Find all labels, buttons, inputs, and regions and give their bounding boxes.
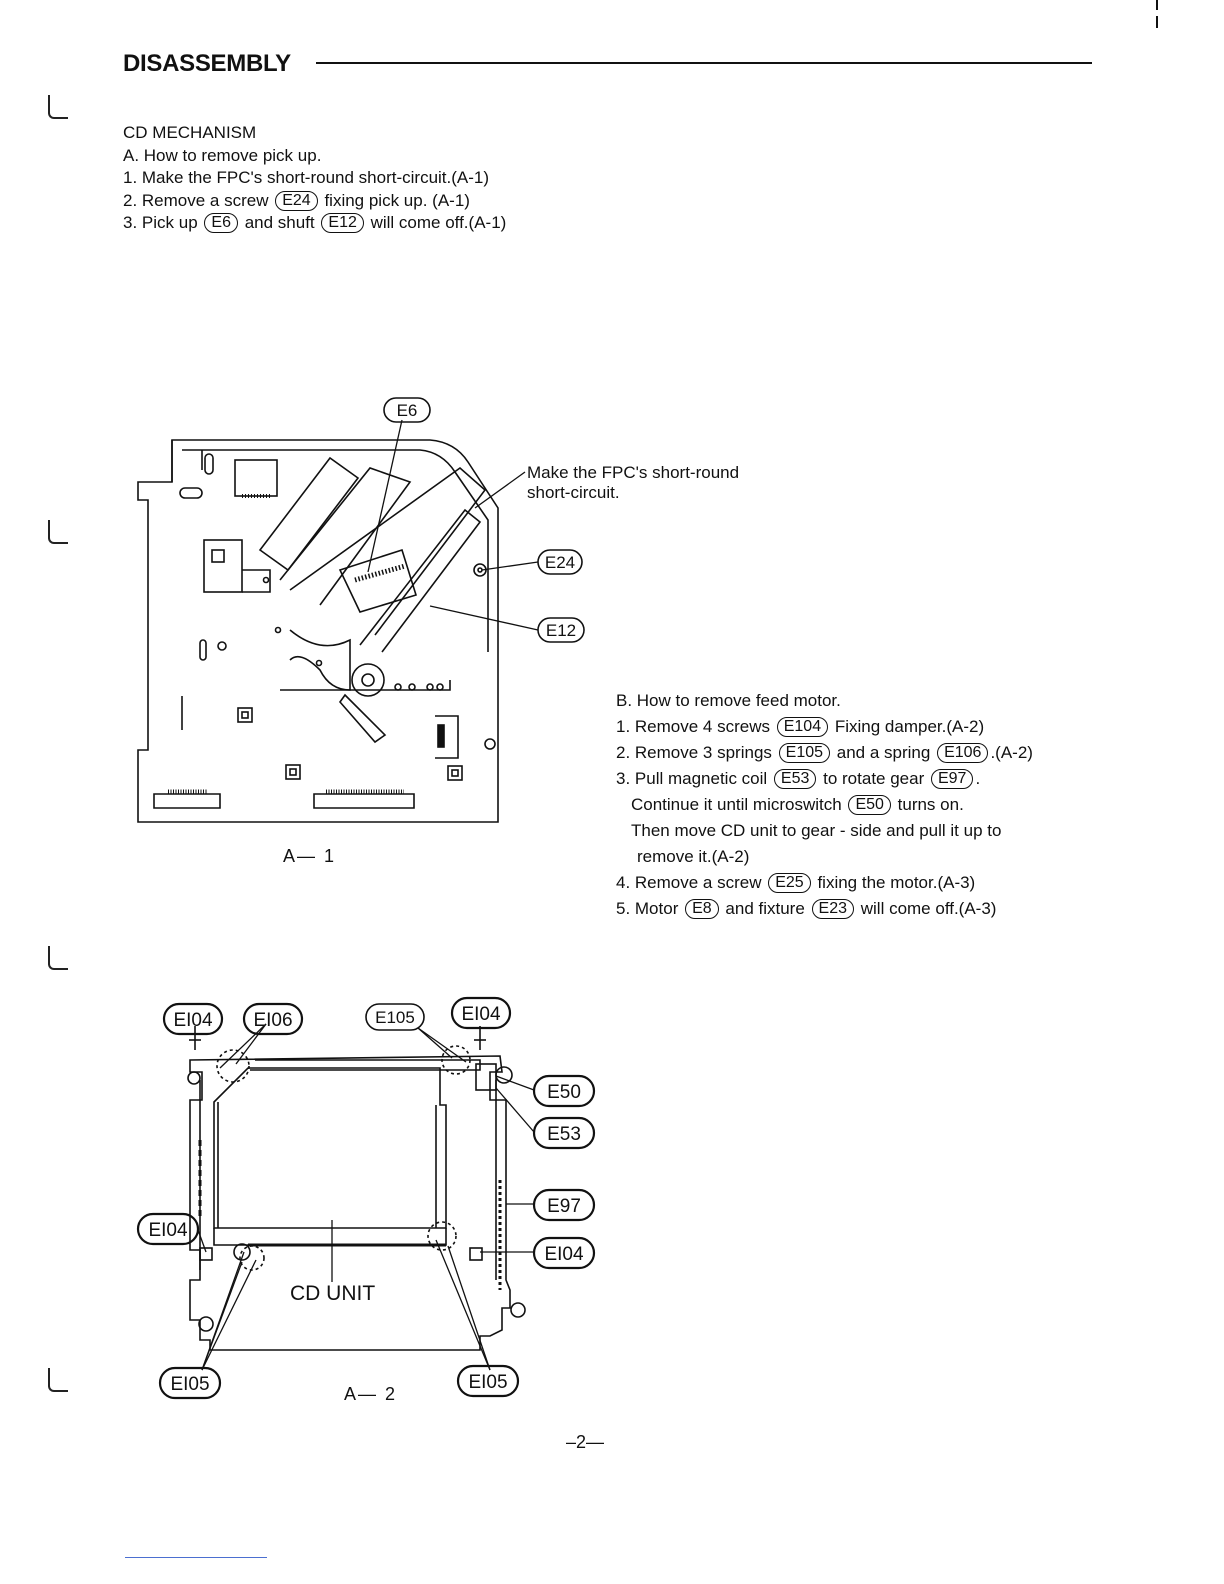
part-callout: E6	[204, 213, 238, 233]
part-callout: E53	[773, 769, 817, 789]
step-b4: 4. Remove a screw E25 fixing the motor.(…	[616, 870, 1033, 896]
section-a-subheading: A. How to remove pick up.	[123, 145, 322, 165]
callout-e105-bottom-right: EI05	[468, 1372, 507, 1393]
cd-unit-label: CD UNIT	[290, 1282, 375, 1305]
step-text: 1. Remove 4 screws	[616, 717, 770, 736]
step-text: 5. Motor	[616, 899, 679, 918]
section-b-subheading: B. How to remove feed motor.	[616, 691, 841, 710]
section-title: DISASSEMBLY	[123, 50, 291, 77]
step-text: .(A-2)	[990, 743, 1033, 762]
fpc-note-line: short-circuit.	[527, 483, 620, 502]
step-text: .	[975, 769, 981, 788]
step-text: 2. Remove a screw	[123, 190, 269, 210]
step-text: will come off.(A-3)	[860, 899, 997, 918]
part-callout: E104	[776, 717, 829, 737]
step-text: 3. Pick up	[123, 213, 198, 232]
callout-e104-top-right: EI04	[461, 1004, 501, 1025]
step-text: and a spring	[836, 743, 931, 762]
step-a2: 2. Remove a screw E24 fixing pick up. (A…	[123, 190, 506, 213]
callout-e24: E24	[545, 553, 575, 572]
part-callout: E106	[937, 743, 989, 763]
step-text: will come off.(A-1)	[370, 213, 507, 232]
section-b-text: B. How to remove feed motor. 1. Remove 4…	[616, 688, 1033, 922]
step-text: Continue it until microswitch	[631, 795, 842, 814]
step-b3: 3. Pull magnetic coil E53 to rotate gear…	[616, 766, 1033, 792]
step-b3-continued: Then move CD unit to gear - side and pul…	[631, 821, 1002, 840]
callout-e105-top: E105	[375, 1008, 415, 1027]
title-rule	[316, 62, 1092, 64]
step-text: 4. Remove a screw	[616, 873, 762, 892]
step-a1: 1. Make the FPC's short-round short-circ…	[123, 168, 490, 187]
step-text: fixing pick up. (A-1)	[324, 190, 470, 210]
part-callout: E50	[848, 795, 891, 815]
callout-e97: E97	[547, 1196, 581, 1217]
step-b3-continued: Continue it until microswitch E50 turns …	[616, 792, 1033, 818]
part-callout: E97	[930, 769, 974, 789]
corner-mark	[1156, 16, 1158, 28]
step-text: Fixing damper.(A-2)	[834, 717, 985, 736]
callout-e104-left: EI04	[148, 1220, 188, 1241]
part-callout: E105	[778, 743, 831, 763]
step-a3: 3. Pick up E6 and shuft E12 will come of…	[123, 212, 506, 235]
fpc-note: Make the FPC's short-round short-circuit…	[527, 463, 739, 503]
step-b2: 2. Remove 3 springs E105 and a spring E1…	[616, 740, 1033, 766]
fpc-note-line: Make the FPC's short-round	[527, 463, 740, 482]
callout-e105-bottom-left: EI05	[170, 1374, 209, 1395]
step-text: fixing the motor.(A-3)	[817, 873, 976, 892]
step-b5: 5. Motor E8 and fixture E23 will come of…	[616, 896, 1033, 922]
section-heading: CD MECHANISM	[123, 123, 257, 142]
page-number: –2—	[566, 1432, 605, 1452]
part-callout: E23	[811, 899, 854, 919]
callout-group: EI04 EI06 E105 EI04 E50 E53 E97 EI04 EI0…	[136, 996, 596, 1400]
binder-mark	[48, 946, 68, 970]
step-b3-continued: remove it.(A-2)	[637, 847, 750, 866]
part-callout: E25	[768, 873, 811, 893]
step-text: 2. Remove 3 springs	[616, 743, 772, 762]
step-text: 3. Pull magnetic coil	[616, 769, 768, 788]
callout-e104-top-left: EI04	[173, 1010, 213, 1031]
binder-mark	[48, 95, 68, 119]
callout-e50: E50	[547, 1082, 581, 1103]
callout-e12: E12	[546, 621, 576, 640]
figure-a1-caption: A— 1	[283, 846, 337, 866]
step-text: to rotate gear	[823, 769, 925, 788]
part-callout: E8	[685, 899, 719, 919]
figure-a1-drawing: E6 E24 E12	[137, 397, 585, 823]
part-callout: E24	[275, 190, 318, 211]
step-text: turns on.	[897, 795, 964, 814]
scan-artifact-line	[125, 1557, 267, 1558]
binder-mark	[48, 1368, 68, 1392]
section-a-text: CD MECHANISM A. How to remove pick up. 1…	[123, 122, 506, 235]
figure-a2-drawing: EI04 EI06 E105 EI04 E50 E53 E97 EI04 EI0…	[136, 996, 596, 1400]
step-b1: 1. Remove 4 screws E104 Fixing damper.(A…	[616, 714, 1033, 740]
step-text: and shuft	[244, 213, 315, 232]
part-callout: E12	[321, 213, 364, 233]
callout-e53: E53	[547, 1124, 581, 1145]
callout-e6: E6	[397, 401, 418, 420]
binder-mark	[48, 520, 68, 544]
callout-e106: EI06	[253, 1010, 292, 1031]
step-text: and fixture	[725, 899, 805, 918]
callout-e104-right: EI04	[544, 1244, 584, 1265]
corner-mark	[1156, 0, 1158, 10]
figure-a2-caption: A— 2	[344, 1384, 398, 1404]
